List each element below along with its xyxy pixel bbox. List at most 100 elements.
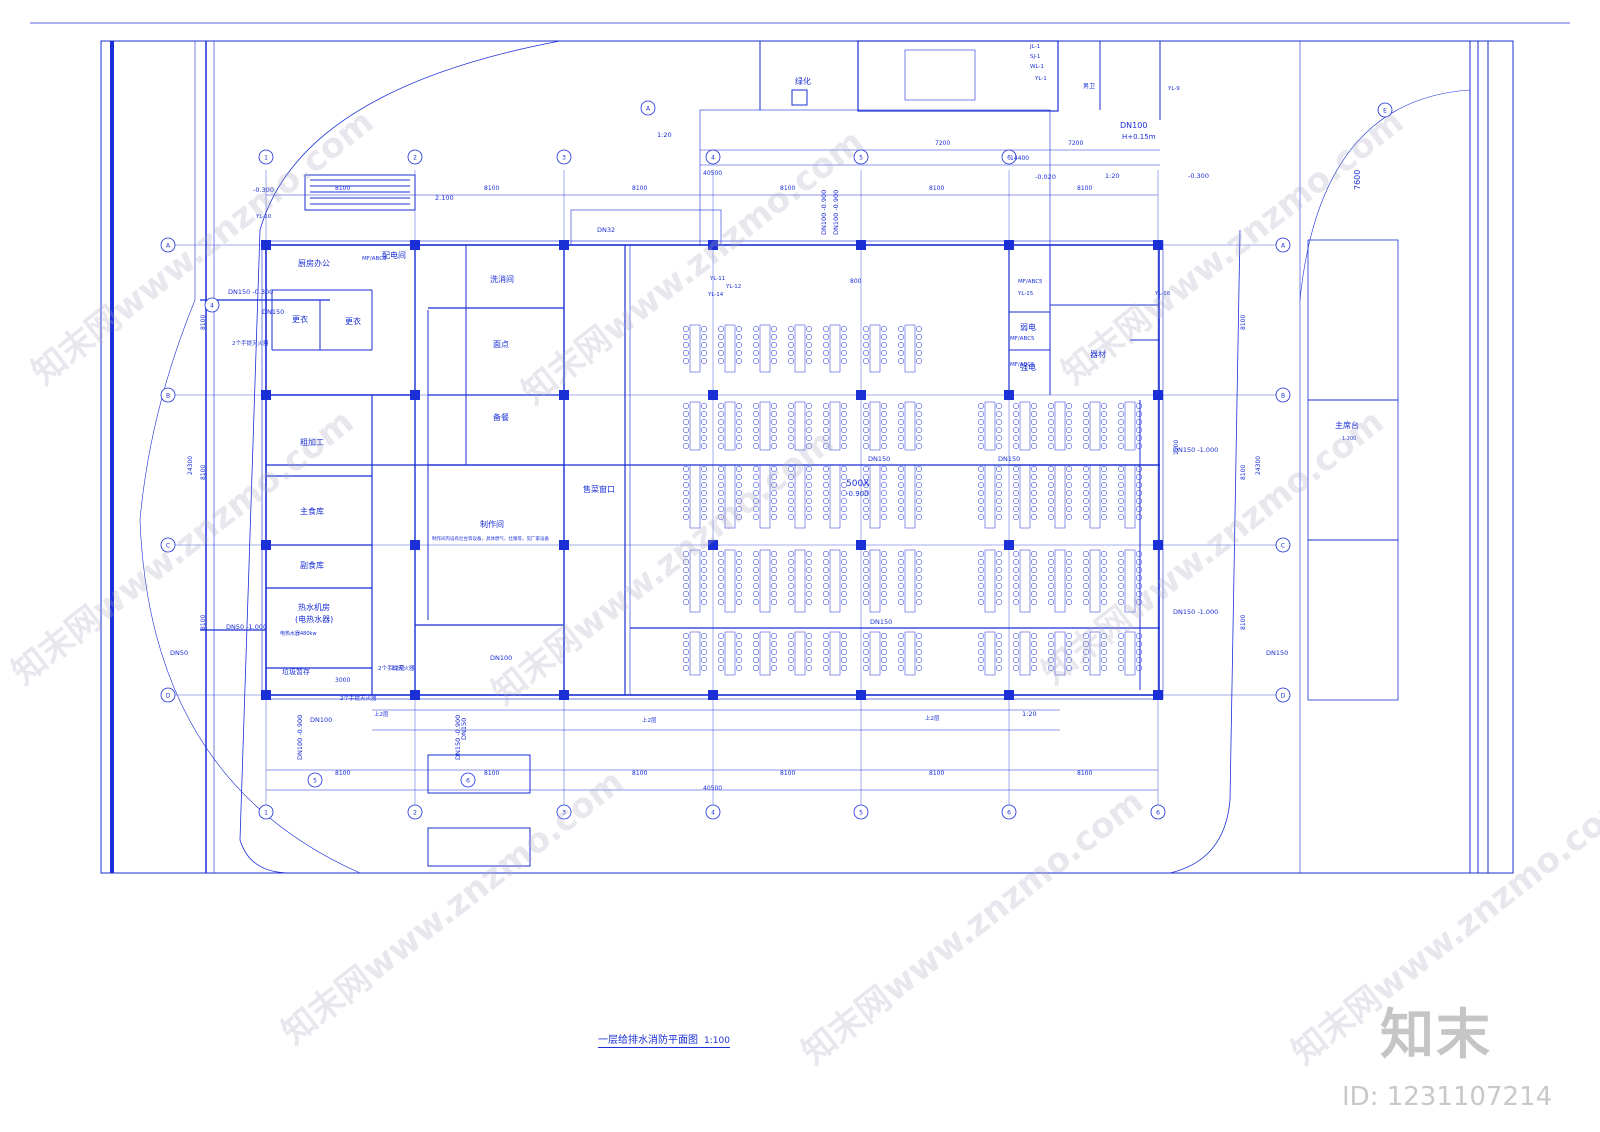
dining-chair [1065,598,1073,606]
level-4: -0.020 [1035,173,1056,181]
dining-chair [822,582,830,590]
dining-chair [682,582,690,590]
dining-chair [1047,442,1055,450]
dining-chair [1082,418,1090,426]
dining-chair [700,558,708,566]
dining-chair [752,648,760,656]
slope-1: 1:20 [657,131,672,139]
dining-chair [1135,402,1143,410]
dining-chair [862,465,870,473]
dining-table [759,464,771,529]
tag-yl14: YL-14 [707,292,724,298]
dining-chair [995,426,1003,434]
dining-chair [787,434,795,442]
dining-chair [1030,481,1038,489]
dining-chair [897,333,905,341]
dining-chair [840,418,848,426]
dining-chair [880,402,888,410]
dining-chair [995,632,1003,640]
dining-chair [897,442,905,450]
dining-chair [1012,402,1020,410]
dining-chair [1065,434,1073,442]
dining-chair [1135,558,1143,566]
dining-chair [752,664,760,672]
dining-chair [1047,566,1055,574]
dim-bot-4: 8100 [780,770,795,777]
dim-7200b: 7200 [1068,140,1083,147]
dining-chair [1065,566,1073,574]
dining-chair [1117,558,1125,566]
dining-chair [897,566,905,574]
dining-chair [770,574,778,582]
dim-right-2: 8100 [1240,465,1247,480]
dining-chair [717,473,725,481]
dining-table [869,549,881,613]
dining-chair [897,426,905,434]
dining-chair [770,598,778,606]
dining-chair [1047,664,1055,672]
dining-chair [1047,648,1055,656]
dining-chair [787,566,795,574]
dining-table [724,631,736,676]
room-heater-note: 电热水器480kw [280,630,317,637]
dining-chair [1065,402,1073,410]
tag-extinguisher: 2个手提灭火器 [340,694,377,702]
dining-chair [717,333,725,341]
dining-chair [1117,582,1125,590]
dining-chair [787,481,795,489]
dining-chair [787,632,795,640]
dining-chair [840,497,848,505]
axis-bottom-7-label: 6 [1156,810,1160,817]
dining-chair [735,566,743,574]
dining-chair [752,640,760,648]
dining-chair [880,497,888,505]
axis-right-top-label: E [1383,108,1387,115]
dining-chair [1135,442,1143,450]
dining-chair [735,341,743,349]
room-weak-1: 弱电 [1020,322,1036,332]
dining-chair [1047,550,1055,558]
dining-chair [880,465,888,473]
dining-chair [735,505,743,513]
dining-chair [880,357,888,365]
wl-5-label: 5 [313,778,317,785]
dining-chair [862,473,870,481]
dining-chair [915,664,923,672]
tag-yl15: YL-15 [1017,291,1034,297]
dining-chair [862,357,870,365]
dining-chair [787,442,795,450]
dining-chair [977,426,985,434]
dining-chair [770,465,778,473]
dining-chair [862,333,870,341]
axis-right-4-circle [1275,687,1291,703]
dim-14400: 14400 [1010,155,1029,162]
dining-chair [840,434,848,442]
dining-chair [1117,632,1125,640]
axis-top-extra-label: A [646,106,651,113]
dining-table [1054,401,1066,451]
dining-chair [682,550,690,558]
dining-chair [1100,513,1108,521]
dining-chair [977,442,985,450]
dining-chair [995,648,1003,656]
dining-chair [700,505,708,513]
dining-table [689,324,701,373]
dining-chair [822,566,830,574]
dining-chair [752,418,760,426]
dining-chair [995,664,1003,672]
dining-chair [862,325,870,333]
dining-chair [822,402,830,410]
dining-chair [915,473,923,481]
level-3: -0.300 [1188,172,1209,180]
dining-chair [862,550,870,558]
dining-chair [1065,632,1073,640]
dining-chair [717,341,725,349]
dim-left-3: 8100 [200,615,207,630]
dining-chair [805,513,813,521]
room-serving-window: 售菜窗口 [583,484,615,494]
dining-chair [1047,497,1055,505]
dining-chair [805,574,813,582]
dining-chair [682,632,690,640]
axis-left-2-circle [160,387,176,403]
dining-chair [1030,664,1038,672]
